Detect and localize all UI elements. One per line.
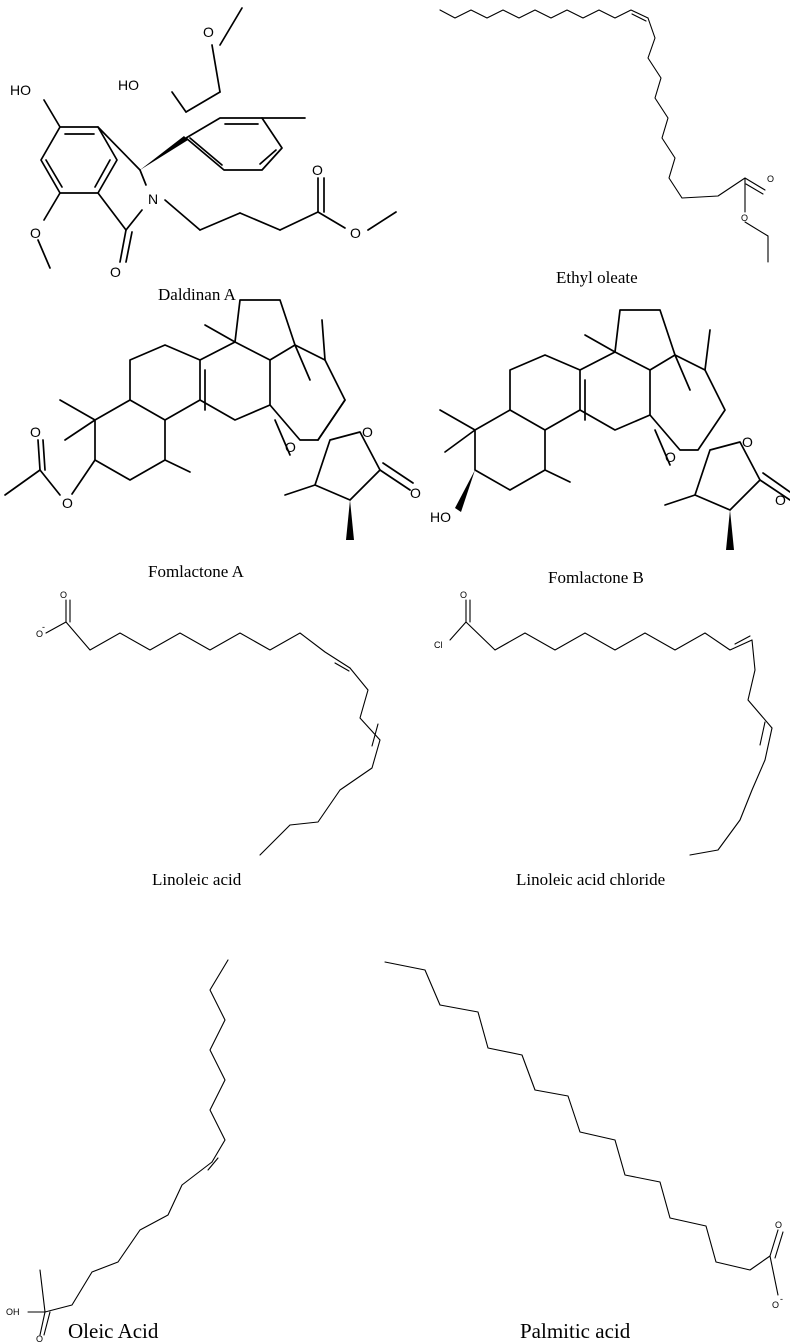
atom-label-ho: HO [430,509,451,525]
caption-daldinan-a: Daldinan A [158,285,237,304]
structure-linoleic-acid: O O - Linoleic acid [36,590,381,889]
atom-label-o: O [62,495,73,511]
caption-ethyl-oleate: Ethyl oleate [556,268,638,287]
atom-label-charge: - [780,1294,783,1304]
atom-label-o: O [741,213,748,223]
caption-linoleic-acid: Linoleic acid [152,870,242,889]
caption-palmitic-acid: Palmitic acid [520,1319,631,1342]
atom-label-o: O [350,225,361,241]
atom-label-o: O [36,1334,43,1342]
atom-label-ho: HO [118,77,139,93]
atom-label-n: N [148,191,158,207]
atom-label-o-minus: O [36,629,43,639]
atom-label-o-minus: O [772,1300,779,1310]
atom-label-o: O [742,434,753,450]
atom-label-o: O [775,492,786,508]
structure-ethyl-oleate: O O Ethyl oleate [439,9,774,287]
atom-label-o: O [110,264,121,280]
structure-linoleic-acid-chloride: O Cl Linoleic acid chloride [434,590,773,889]
structure-fomlactone-b: HO O O O Fomlactone B [430,309,790,587]
atom-label-ho: OH [6,1307,20,1317]
atom-label-o: O [285,439,296,455]
atom-label-o: O [665,449,676,465]
atom-label-cl: Cl [434,640,443,650]
structure-oleic-acid: OH O Oleic Acid [6,959,229,1342]
atom-label-ho: HO [10,82,31,98]
structure-palmitic-acid: O O - Palmitic acid [384,961,784,1342]
atom-label-o: O [312,162,323,178]
caption-linoleic-acid-chloride: Linoleic acid chloride [516,870,665,889]
atom-label-o: O [767,174,774,184]
structure-daldinan-a: HO HO O O N O O O Daldinan A [10,7,397,304]
atom-label-o: O [362,424,373,440]
atom-label-charge: - [42,622,45,632]
caption-fomlactone-a: Fomlactone A [148,562,245,581]
atom-label-o: O [30,225,41,241]
atom-label-o: O [60,590,67,600]
atom-label-o: O [203,24,214,40]
structure-fomlactone-a: O O O O O Fomlactone A [4,299,421,581]
caption-fomlactone-b: Fomlactone B [548,568,644,587]
caption-oleic-acid: Oleic Acid [68,1319,159,1342]
atom-label-o: O [410,485,421,501]
atom-label-o: O [30,424,41,440]
atom-label-o: O [460,590,467,600]
atom-label-o: O [775,1220,782,1230]
